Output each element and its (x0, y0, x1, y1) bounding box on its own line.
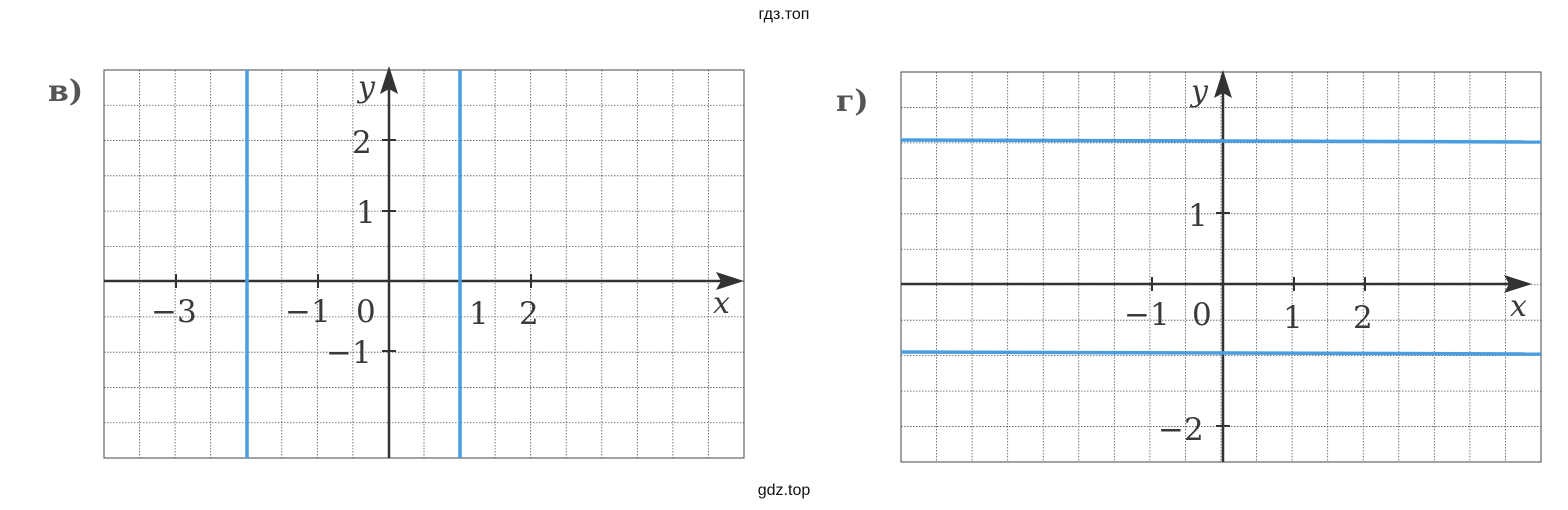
grid-v (104, 70, 744, 458)
tick-label-y-minus-1: −1 (326, 335, 372, 371)
panel-label-v: в) (48, 74, 84, 109)
watermark-bottom: gdz.top (757, 482, 811, 499)
panel-label-g: г) (836, 84, 869, 119)
watermark-top: гдз.топ (758, 6, 810, 23)
tick-label-x-minus-1-g: −1 (1124, 297, 1170, 333)
tick-label-origin-g: 0 (1192, 297, 1212, 333)
y-axis-arrow-g (1214, 70, 1232, 98)
tick-label-origin-v: 0 (356, 294, 376, 330)
tick-label-x-2: 2 (519, 296, 539, 332)
line-y-2 (900, 138, 1542, 144)
tick-label-x-2-g: 2 (1353, 300, 1373, 336)
tick-label-x-minus-1: −1 (285, 294, 331, 330)
axis-name-y-v: y (356, 70, 376, 105)
tick-label-y-1: 1 (356, 195, 376, 231)
axis-name-x-v: x (713, 286, 730, 321)
grid-border-g (900, 71, 1542, 463)
axis-name-y-g: y (1189, 74, 1209, 109)
tick-label-x-1-g: 1 (1283, 300, 1303, 336)
tick-label-y-1-g: 1 (1188, 198, 1208, 234)
tick-label-x-minus-3: −3 (151, 294, 197, 330)
panel-g: −1 0 1 2 1 −2 x y (900, 70, 1542, 463)
x-axis-arrow-v (716, 272, 744, 290)
grid-border-v (103, 69, 745, 459)
tick-label-y-minus-2-g: −2 (1158, 412, 1204, 448)
tick-label-y-2: 2 (352, 125, 372, 161)
axis-name-x-g: x (1510, 289, 1527, 324)
panel-v: −3 −1 0 1 2 2 1 −1 x y (103, 66, 745, 459)
y-axis-arrow-v (380, 66, 398, 94)
line-y-minus-1 (900, 350, 1542, 356)
x-axis-arrow-g (1504, 275, 1532, 293)
grid-g (901, 72, 1541, 462)
tick-label-x-1: 1 (469, 296, 489, 332)
